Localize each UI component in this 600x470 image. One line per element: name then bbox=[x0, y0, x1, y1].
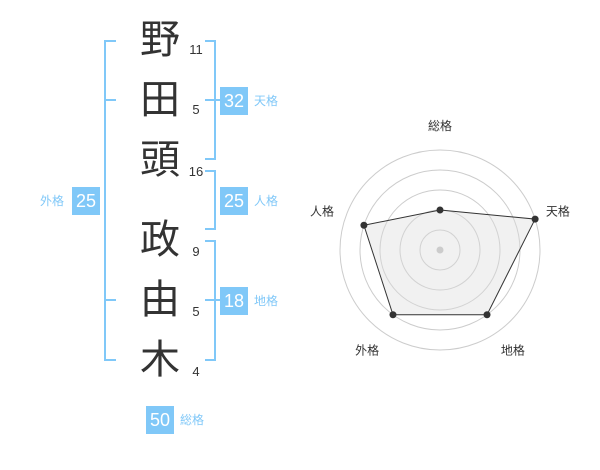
name-char: 田 bbox=[140, 77, 180, 123]
tenkaku-value: 32 bbox=[220, 87, 248, 115]
stroke-count: 16 bbox=[188, 164, 204, 179]
radar-axis-label: 人格 bbox=[310, 204, 334, 219]
radar-point bbox=[389, 311, 397, 319]
name-char: 政 bbox=[140, 217, 180, 263]
radar-axis-label: 天格 bbox=[546, 204, 570, 219]
stroke-count: 11 bbox=[189, 42, 203, 57]
radar-point bbox=[436, 206, 444, 214]
radar-ring bbox=[419, 229, 461, 271]
gaikaku-label: 外格 bbox=[40, 194, 65, 208]
soukaku-label: 総格 bbox=[180, 413, 205, 427]
name-char: 頭 bbox=[140, 137, 180, 183]
radar-point bbox=[483, 311, 491, 319]
chikaku-label: 地格 bbox=[254, 294, 279, 308]
radar-axis-label: 外格 bbox=[355, 342, 379, 357]
chikaku-value: 18 bbox=[220, 287, 248, 315]
jinkaku-label: 人格 bbox=[254, 194, 279, 208]
radar-center bbox=[436, 246, 444, 254]
stroke-count: 5 bbox=[192, 304, 200, 319]
soukaku-value: 50 bbox=[146, 406, 174, 434]
radar-axis-label: 総格 bbox=[428, 118, 452, 133]
name-char: 野 bbox=[140, 17, 180, 63]
stroke-count: 9 bbox=[192, 244, 200, 259]
tenkaku-label: 天格 bbox=[254, 94, 279, 108]
radar-point bbox=[360, 221, 368, 229]
stroke-count: 4 bbox=[192, 364, 200, 379]
stroke-count: 5 bbox=[192, 102, 200, 117]
radar-point bbox=[531, 215, 539, 223]
radar-axis-label: 地格 bbox=[501, 342, 525, 357]
name-char: 由 bbox=[140, 277, 180, 323]
radar-ring bbox=[339, 149, 541, 351]
jinkaku-value: 25 bbox=[220, 187, 248, 215]
radar-area bbox=[363, 209, 536, 316]
gaikaku-value: 25 bbox=[72, 187, 100, 215]
radar-ring bbox=[379, 189, 501, 311]
name-char: 木 bbox=[140, 337, 180, 383]
